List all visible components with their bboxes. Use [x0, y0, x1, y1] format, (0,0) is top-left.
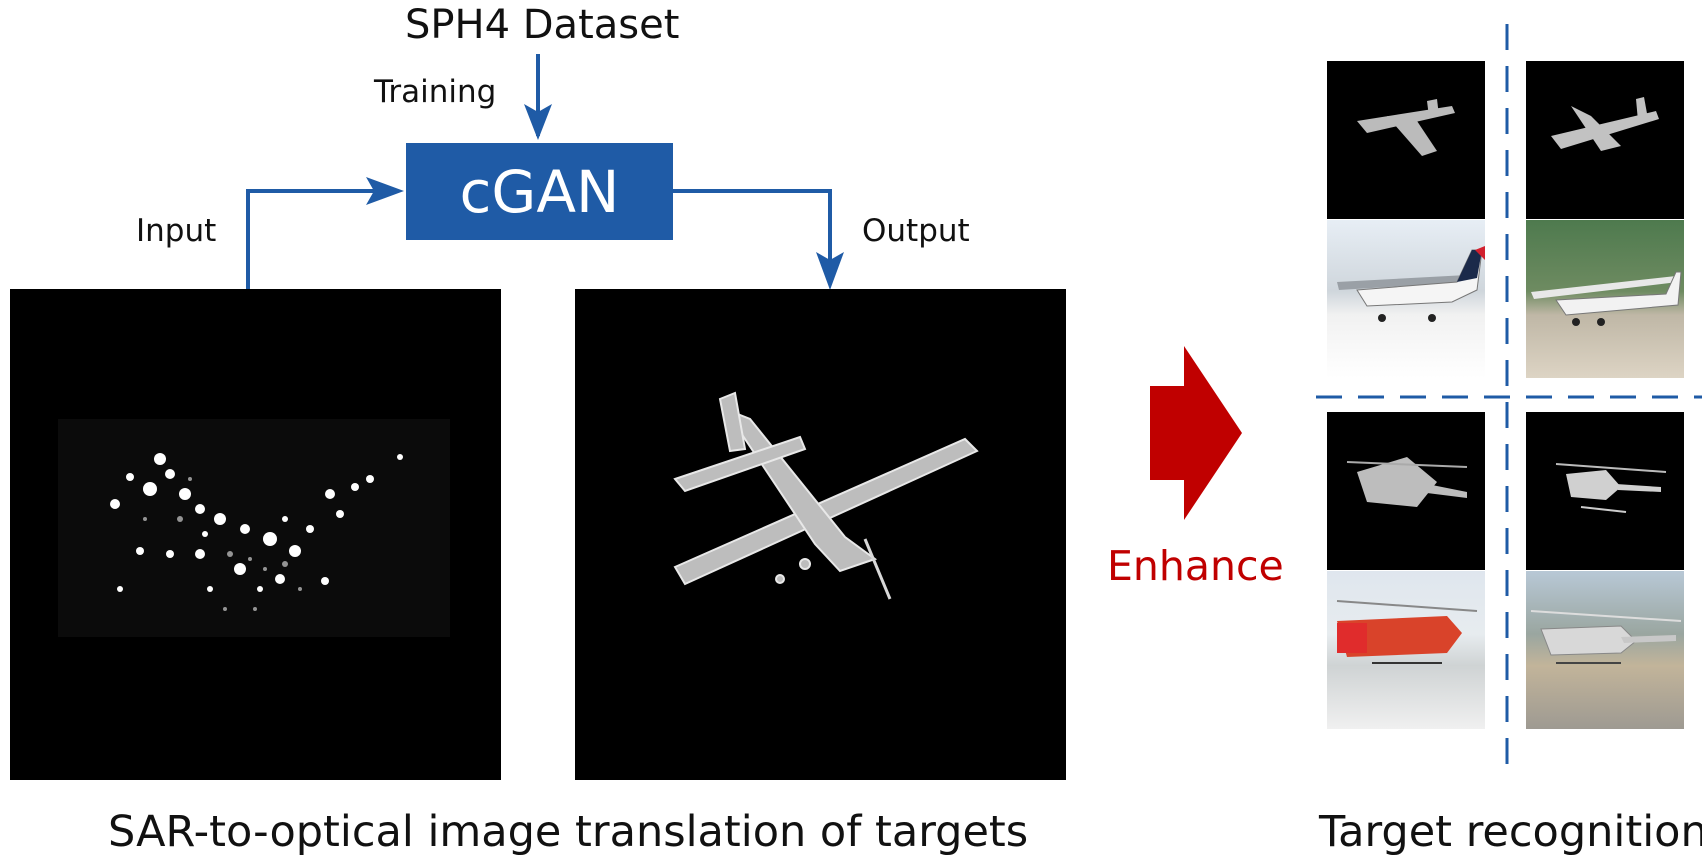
thumb-airplane-photo-2 — [1526, 220, 1684, 378]
thumb-helicopter-photo-2 — [1526, 571, 1684, 729]
output-arrow — [673, 189, 832, 282]
output-label: Output — [862, 213, 970, 249]
sar-image — [10, 289, 501, 780]
optical-output-panel — [575, 289, 1066, 780]
left-caption: SAR-to-optical image translation of targ… — [108, 807, 1029, 857]
thumb-helicopter-gray-1 — [1327, 412, 1485, 570]
right-caption: Target recognition — [1319, 807, 1702, 857]
cgan-model-box: cGAN — [406, 143, 673, 240]
enhance-arrow-icon — [1150, 346, 1242, 520]
thumb-helicopter-photo-1 — [1327, 571, 1485, 729]
training-label: Training — [374, 74, 497, 110]
input-label: Input — [136, 213, 217, 249]
thumb-airplane-gray-2 — [1526, 61, 1684, 219]
dataset-label: SPH4 Dataset — [405, 2, 680, 48]
enhance-label: Enhance — [1107, 542, 1284, 590]
sar-input-panel — [10, 289, 501, 780]
cgan-label: cGAN — [459, 157, 620, 226]
thumb-airplane-gray-1 — [1327, 61, 1485, 219]
thumb-airplane-photo-1 — [1327, 220, 1485, 378]
optical-airplane-image — [575, 289, 1066, 780]
thumb-helicopter-gray-2 — [1526, 412, 1684, 570]
input-arrow — [246, 189, 398, 289]
